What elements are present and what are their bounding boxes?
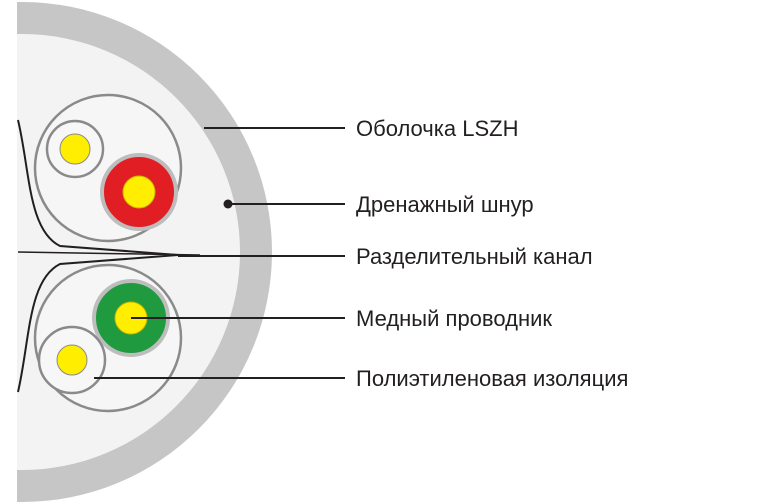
red-conductor: [122, 175, 156, 209]
callout-labels: Оболочка LSZH Дренажный шнур Разделитель…: [356, 116, 628, 391]
separator-center-line: [17, 251, 201, 256]
label-copper-conductor: Медный проводник: [356, 306, 552, 331]
label-pe-insulation: Полиэтиленовая изоляция: [356, 366, 628, 391]
label-drain-wire: Дренажный шнур: [356, 192, 534, 217]
label-sheath: Оболочка LSZH: [356, 116, 518, 141]
upper-white-conductor: [59, 133, 91, 165]
lower-white-conductor: [56, 344, 88, 376]
cable-body: [17, 2, 272, 502]
label-separator: Разделительный канал: [356, 244, 593, 269]
leader-lines: [94, 127, 345, 379]
